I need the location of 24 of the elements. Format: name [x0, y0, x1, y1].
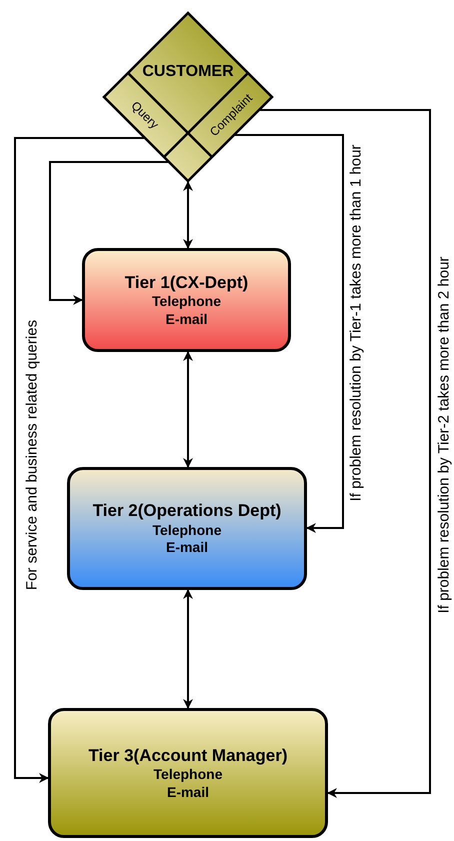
diamond-title: CUSTOMER	[142, 63, 234, 81]
contact-channel: Telephone	[152, 522, 222, 540]
process-box	[82, 248, 291, 352]
connector-arrow	[235, 134, 344, 533]
box-title: Tier 1(CX-Dept)	[124, 272, 248, 294]
decision-diamond	[103, 12, 273, 182]
process-box	[48, 708, 328, 838]
edge-label: If problem resolution by Tier-1 takes more than 1 hour	[348, 144, 364, 501]
connector-arrow	[260, 109, 431, 798]
contact-channel: E-mail	[166, 539, 208, 557]
connector-arrow	[14, 137, 144, 783]
contact-channel: E-mail	[165, 310, 208, 328]
connector-arrow	[183, 589, 193, 709]
contact-channel: E-mail	[166, 784, 209, 802]
connector-arrow	[183, 181, 193, 249]
edge-label: For service and business related queries	[24, 320, 40, 590]
process-box	[67, 467, 307, 590]
box-title: Tier 3(Account Manager)	[88, 744, 288, 766]
contact-channel: Telephone	[152, 293, 221, 311]
connector-arrow	[49, 161, 168, 305]
connector-arrow	[183, 351, 193, 468]
box-title: Tier 2(Operations Dept)	[92, 500, 282, 522]
contact-channel: Telephone	[154, 766, 222, 784]
edge-label: If problem resolution by Tier-2 takes more than 2 hour	[436, 256, 452, 613]
